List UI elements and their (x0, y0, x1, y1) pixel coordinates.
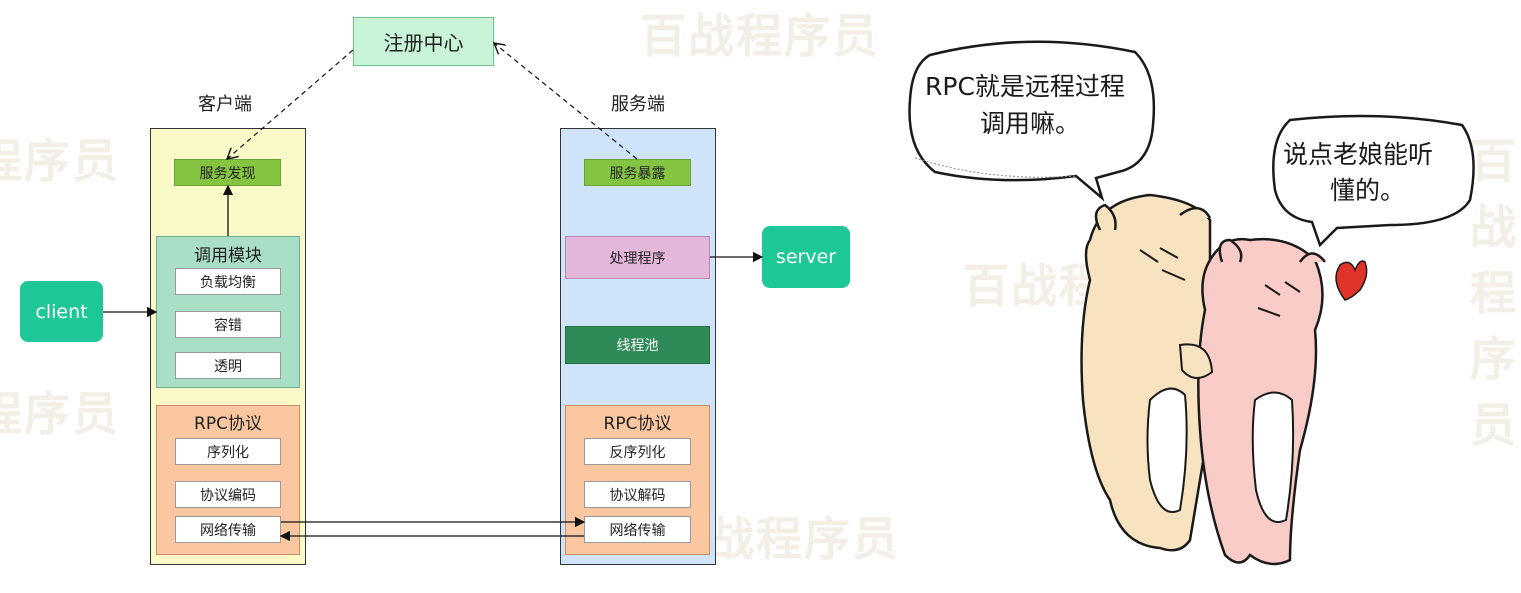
protocol-decode-box: 协议解码 (584, 481, 691, 508)
discovery-to-registry-arrow (227, 49, 354, 159)
bubble-left-line-2: 调用嘛。 (980, 109, 1080, 138)
watermark: 百战程序员 (1470, 134, 1518, 452)
thread-pool-box: 线程池 (565, 326, 710, 364)
speech-bubble-left (908, 40, 1156, 202)
speech-bubble-right (1272, 114, 1475, 248)
client-rpc-title: RPC协议 (194, 414, 262, 434)
load-balance-box: 负载均衡 (175, 268, 281, 295)
serialize-box: 序列化 (175, 438, 281, 465)
service-discovery-box: 服务发现 (174, 159, 281, 186)
expose-to-registry-arrow (494, 43, 638, 160)
beige-cat-illustration (1080, 193, 1217, 552)
client-network-box: 网络传输 (175, 516, 281, 543)
watermark: 百战程序员 (640, 9, 880, 63)
bubble-left-line-1: RPC就是远程过程 (925, 72, 1125, 101)
server-rpc-title: RPC协议 (603, 414, 672, 434)
registry-box: 注册中心 (353, 17, 494, 66)
heart-icon (1335, 260, 1368, 301)
protocol-encode-box: 协议编码 (175, 481, 281, 508)
handler-box: 处理程序 (565, 236, 710, 279)
client-title: 客户端 (198, 94, 252, 115)
client-node: client (20, 281, 103, 342)
watermark: 百战程序员 (0, 387, 120, 441)
server-network-box: 网络传输 (584, 516, 691, 543)
pink-cat-illustration (1178, 237, 1326, 566)
invoke-module-title: 调用模块 (194, 246, 262, 266)
watermark: 百战程序员 (0, 134, 120, 188)
transparency-box: 透明 (175, 352, 281, 379)
bubble-right-line-1: 说点老娘能听 (1283, 140, 1433, 169)
server-node: server (762, 226, 850, 288)
deserialize-box: 反序列化 (584, 438, 691, 465)
service-expose-box: 服务暴露 (584, 159, 691, 186)
fault-tolerance-box: 容错 (175, 311, 281, 338)
bubble-right-line-2: 懂的。 (1330, 176, 1405, 205)
server-title: 服务端 (611, 94, 665, 115)
